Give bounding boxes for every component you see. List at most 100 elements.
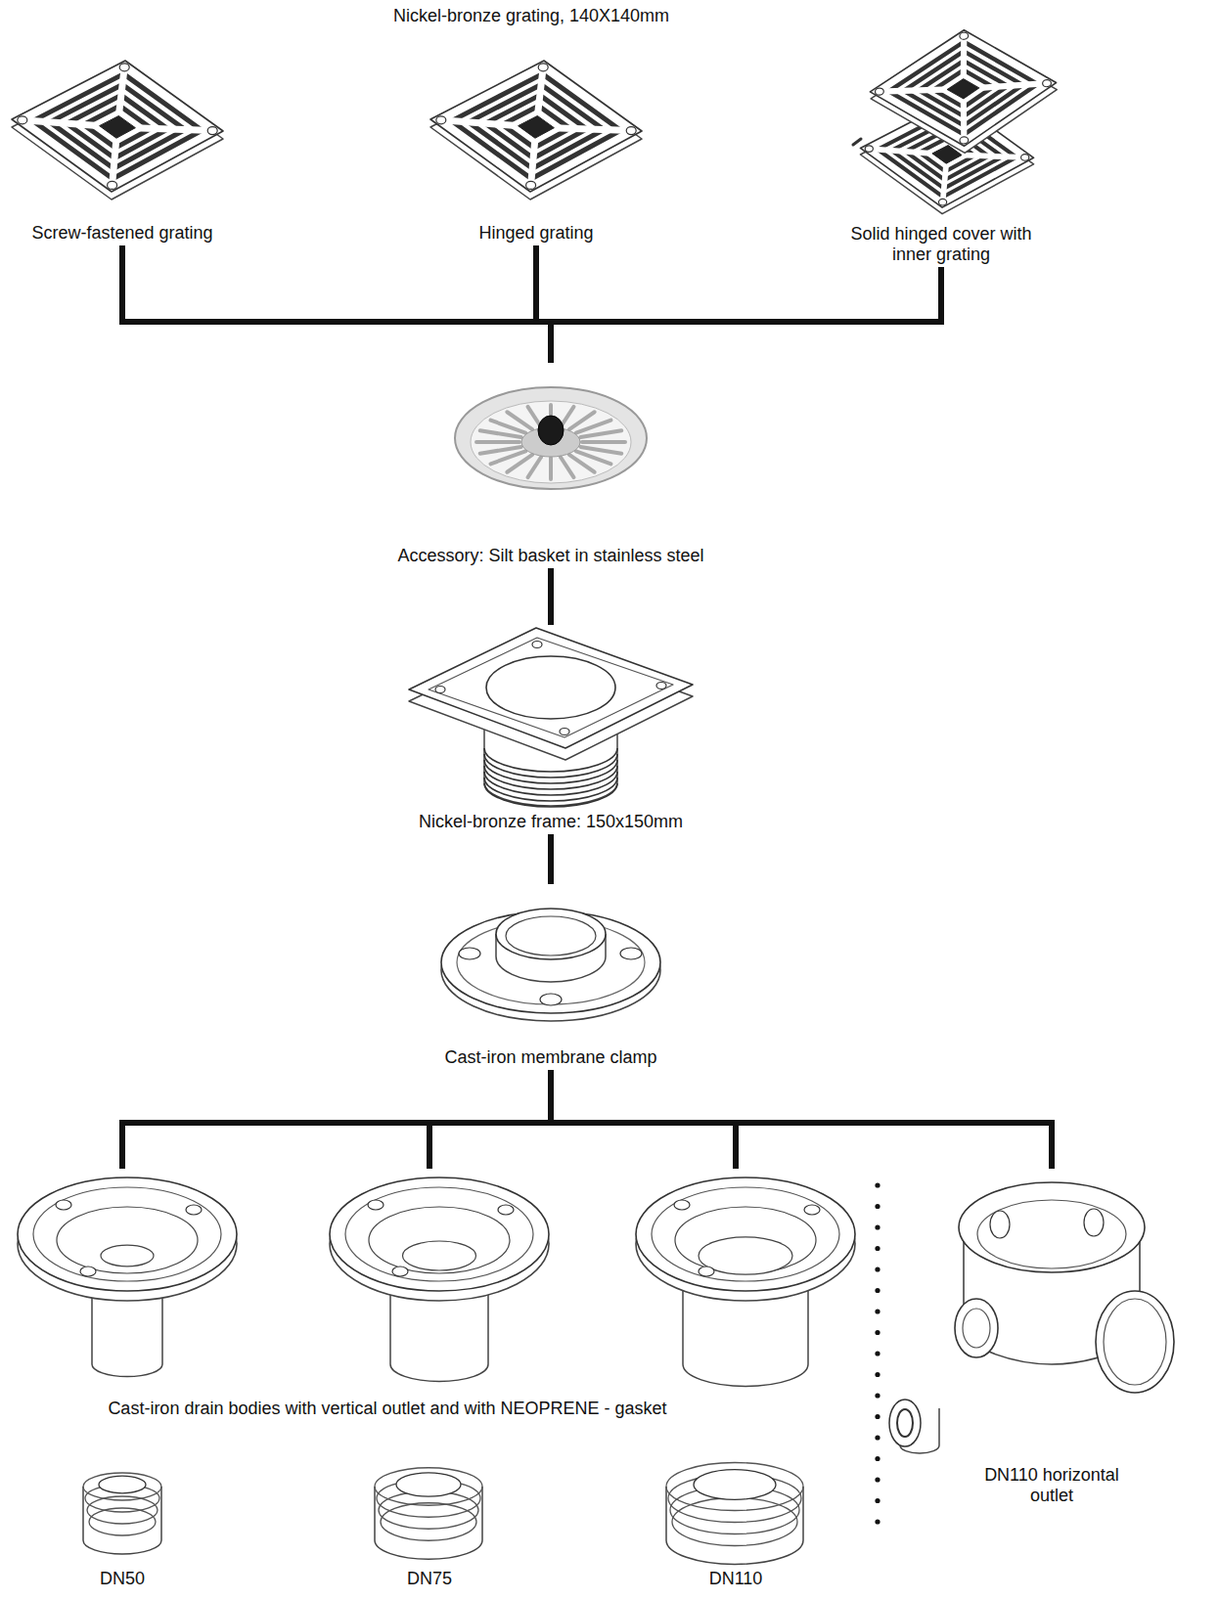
body-groove xyxy=(33,1187,222,1282)
assembly-connector xyxy=(550,1073,1052,1167)
basket-rim xyxy=(454,387,647,490)
gasket-rib xyxy=(380,1503,477,1542)
bolt-hole xyxy=(55,1200,72,1211)
gasket-drawing xyxy=(666,1463,804,1566)
component-caption: Nickel-bronze frame: 150x150mm xyxy=(418,812,683,834)
bolt-lug xyxy=(1083,1209,1104,1237)
body-inner xyxy=(977,1200,1127,1269)
separator-dot xyxy=(874,1246,880,1252)
gasket-drawing xyxy=(83,1473,162,1555)
screw-hole xyxy=(436,116,447,125)
logo-plate xyxy=(947,77,981,100)
component-caption: Cast-iron membrane clamp xyxy=(444,1047,657,1070)
grating-rib xyxy=(140,128,213,132)
logo-plate xyxy=(99,115,136,138)
separator-dot xyxy=(874,1477,880,1483)
assembly-connector xyxy=(429,1073,551,1167)
component-node: Solid hinged cover with inner grating xyxy=(823,39,1059,267)
thread-line xyxy=(484,754,618,778)
clamp-slot xyxy=(620,948,642,960)
gasket-rib xyxy=(672,1498,798,1547)
clamp-slot xyxy=(540,993,562,1006)
gasket-rib xyxy=(89,1508,156,1536)
grating-rib xyxy=(559,128,632,132)
grating-rib xyxy=(959,36,969,77)
grating-rib xyxy=(112,141,117,186)
gasket-bore xyxy=(396,1473,461,1497)
bolt-hole xyxy=(698,1266,715,1277)
drain-body-drawing xyxy=(17,1177,237,1378)
separator-dot xyxy=(874,1204,880,1210)
bolt-hole xyxy=(497,1205,514,1216)
separator-dot xyxy=(874,1266,880,1272)
basket-slot xyxy=(491,451,527,464)
diagram-title: Nickel-bronze grating, 140X140mm xyxy=(393,5,670,28)
body-groove xyxy=(345,1187,534,1282)
main-outlet-bore xyxy=(1103,1299,1167,1386)
side-inlet xyxy=(954,1299,998,1358)
frame-hole xyxy=(435,686,446,694)
thread-line xyxy=(484,783,618,808)
screw-hole xyxy=(107,180,118,189)
grating-rib xyxy=(965,155,1025,158)
gasket-rib xyxy=(374,1468,483,1507)
frame-hole xyxy=(532,641,542,649)
basket-slot xyxy=(576,420,612,434)
grating-rib xyxy=(868,148,928,153)
body-outlet xyxy=(100,1245,154,1267)
separator-dot xyxy=(874,1372,880,1378)
frame-drawing xyxy=(408,628,693,808)
thread-line xyxy=(484,760,618,784)
basket-slot xyxy=(569,454,595,473)
group-caption: Cast-iron drain bodies with vertical out… xyxy=(107,1399,667,1421)
assembly-connector xyxy=(122,248,551,361)
frame-top xyxy=(408,628,693,749)
clamp-slot xyxy=(458,948,481,960)
separator-dot xyxy=(874,1519,880,1525)
separator-dot xyxy=(874,1330,880,1336)
component-node: Hinged grating xyxy=(418,39,654,245)
basket-slot xyxy=(560,456,575,478)
plug-face xyxy=(889,1399,921,1447)
screw-hole xyxy=(207,127,218,136)
screw-hole xyxy=(526,180,537,189)
plug-drawing xyxy=(889,1399,940,1454)
assembly-connector xyxy=(547,837,554,882)
hinged-lid xyxy=(864,21,1063,163)
basket-slot xyxy=(480,447,522,454)
component-caption: Screw-fastened grating xyxy=(31,223,213,245)
component-node: Accessory: Silt basket in stainless stee… xyxy=(374,363,727,568)
grating-rib xyxy=(119,67,125,113)
plug-slot xyxy=(897,1409,913,1438)
assembly-connector xyxy=(122,1073,551,1167)
screw-hole xyxy=(959,135,969,144)
component-caption: DN110 xyxy=(709,1569,764,1591)
frame-opening xyxy=(486,656,616,720)
grating-top xyxy=(11,60,224,192)
grating-rib xyxy=(441,120,513,126)
body-flange xyxy=(958,1182,1145,1273)
separator-dot xyxy=(874,1182,880,1188)
component-node: DN75 xyxy=(316,1170,542,1591)
thread-line xyxy=(484,777,618,802)
hinge-pin xyxy=(853,138,861,145)
assembly-connector xyxy=(550,270,942,361)
component-caption: Hinged grating xyxy=(478,223,593,245)
body-groove xyxy=(651,1187,840,1282)
assembly-connector xyxy=(547,571,554,623)
frame-inner xyxy=(428,637,674,738)
gasket-bore xyxy=(693,1470,776,1501)
component-node: Cast-iron membrane clamp xyxy=(404,885,698,1070)
clamp-drawing xyxy=(441,908,661,1022)
separator-dot xyxy=(874,1309,880,1314)
clamp-collar-top xyxy=(496,908,606,960)
separator-dot xyxy=(874,1456,880,1462)
body-bowl xyxy=(56,1207,198,1274)
grating-rib xyxy=(984,81,1048,91)
body-flange xyxy=(635,1177,856,1292)
grating-drawing xyxy=(864,21,1063,163)
basket-slot xyxy=(582,440,626,445)
screw-hole xyxy=(874,88,884,96)
basket-slot xyxy=(476,440,520,445)
screw-hole xyxy=(119,63,130,72)
